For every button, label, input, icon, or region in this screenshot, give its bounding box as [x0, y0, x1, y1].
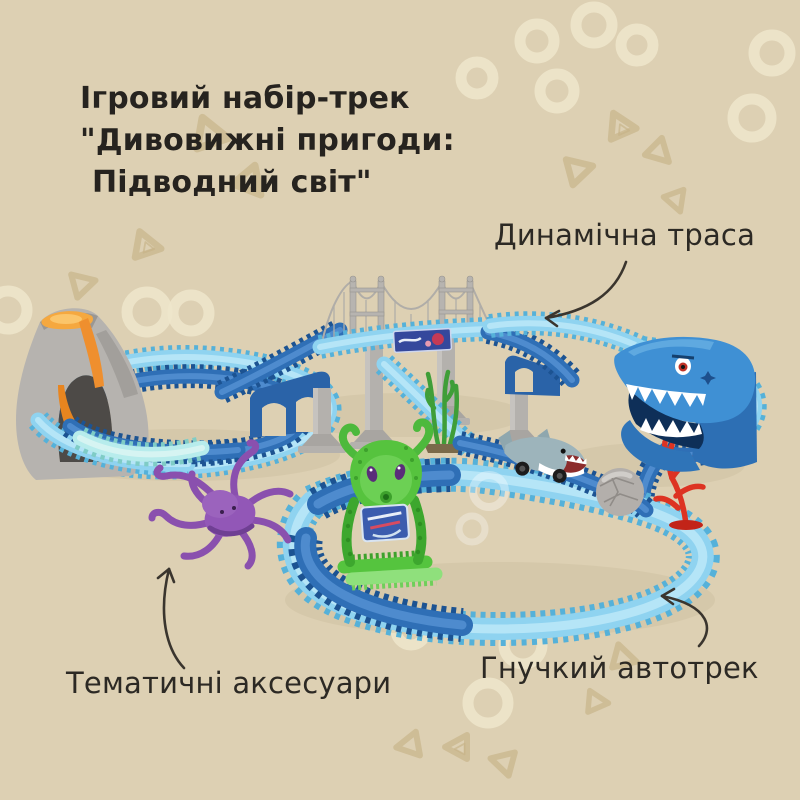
shark-star-mark — [700, 371, 716, 385]
arrow-flexible-track — [660, 587, 709, 648]
shark-upper-teeth — [626, 384, 706, 407]
stone-ball — [596, 468, 644, 516]
lava-flow — [41, 311, 104, 428]
page-title: Ігровий набір-трек "Дивовижні пригоди: П… — [80, 78, 455, 204]
right-arch-support — [505, 355, 560, 396]
purple-octopus-accessory — [148, 439, 294, 570]
arrow-dynamic-track — [544, 260, 628, 328]
bubbles — [455, 471, 509, 546]
callout-flexible-track: Гнучкий автотрек — [480, 651, 759, 685]
callout-dynamic-track: Динамічна траса — [494, 218, 756, 252]
shark-lower-teeth — [640, 418, 702, 438]
title-line-1: Ігровий набір-трек — [80, 81, 410, 116]
shark-car — [498, 428, 587, 483]
bridge-towers — [349, 275, 474, 344]
octopus-eyes — [366, 464, 406, 482]
toy-track-playset — [16, 275, 757, 638]
bridge-banner — [392, 327, 453, 354]
shark-eye — [671, 354, 695, 375]
green-octopus-gate — [337, 418, 443, 591]
shark-head-tunnel — [614, 336, 757, 472]
callout-themed-accessories: Тематичні аксесуари — [66, 666, 392, 700]
octopus-sign — [360, 503, 410, 543]
title-line-2: "Дивовижні пригоди: — [80, 123, 455, 158]
arrow-themed-accessories — [156, 567, 186, 670]
seaweed — [424, 369, 462, 453]
callout-arrows — [156, 260, 709, 670]
title-line-3: Підводний світ" — [92, 165, 372, 200]
